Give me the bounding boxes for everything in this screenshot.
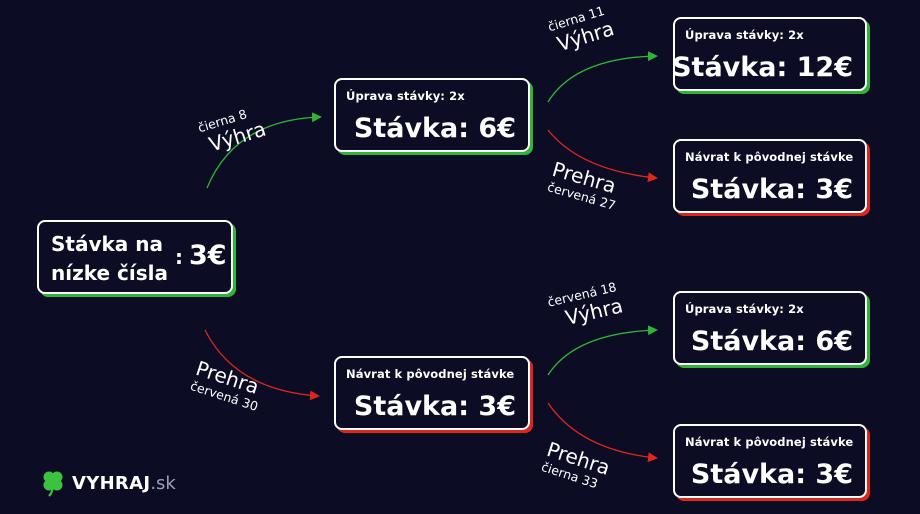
bet-amount: Stávka: 3€ [690, 174, 853, 205]
arrow-loss-n1 [547, 129, 658, 183]
arrow-loss-n2 [547, 402, 658, 463]
vyhraj-logo: VYHRAJ.sk [38, 468, 176, 498]
root-bet-line2: nízke čísla [51, 261, 168, 285]
bet-box-after-win: Úprava stávky: 2x Stávka: 6€ [334, 78, 530, 152]
bet-amount: Stávka: 12€ [672, 52, 853, 83]
bet-box-after-loss: Návrat k pôvodnej stávke Stávka: 3€ [334, 356, 530, 430]
root-bet-label: Stávka na nízke čísla [51, 230, 168, 288]
arrow-win-n1 [547, 51, 658, 103]
bet-adjustment-label: Úprava stávky: 2x [685, 28, 804, 42]
bet-amount: Stávka: 6€ [690, 326, 853, 357]
logo-brand: VYHRAJ [72, 472, 151, 494]
bet-adjustment-label: Návrat k pôvodnej stávke [685, 435, 854, 449]
clover-icon [43, 471, 63, 497]
bet-box-win-win: Úprava stávky: 2x Stávka: 12€ [672, 17, 867, 91]
root-bet-box: Stávka na nízke čísla : 3€ [37, 220, 233, 294]
bet-amount: Stávka: 3€ [690, 459, 853, 490]
arrow-win-n2 [547, 325, 658, 376]
root-amount: 3€ [189, 240, 227, 271]
root-bet-line1: Stávka na [51, 232, 163, 256]
bet-adjustment-label: Návrat k pôvodnej stávke [346, 367, 515, 381]
bet-adjustment-label: Úprava stávky: 2x [685, 302, 804, 316]
root-colon: : [175, 245, 183, 269]
bet-box-loss-loss: Návrat k pôvodnej stávke Stávka: 3€ [673, 424, 867, 498]
arrow-loss-root [204, 329, 320, 401]
bet-amount: Stávka: 6€ [353, 113, 516, 144]
logo-tld: .sk [150, 472, 176, 494]
bet-amount: Stávka: 3€ [353, 391, 516, 422]
bet-box-win-loss: Návrat k pôvodnej stávke Stávka: 3€ [673, 139, 867, 213]
arrow-win-root [206, 112, 322, 189]
bet-adjustment-label: Návrat k pôvodnej stávke [685, 150, 854, 164]
bet-box-loss-win: Úprava stávky: 2x Stávka: 6€ [673, 291, 867, 365]
bet-adjustment-label: Úprava stávky: 2x [346, 89, 465, 103]
